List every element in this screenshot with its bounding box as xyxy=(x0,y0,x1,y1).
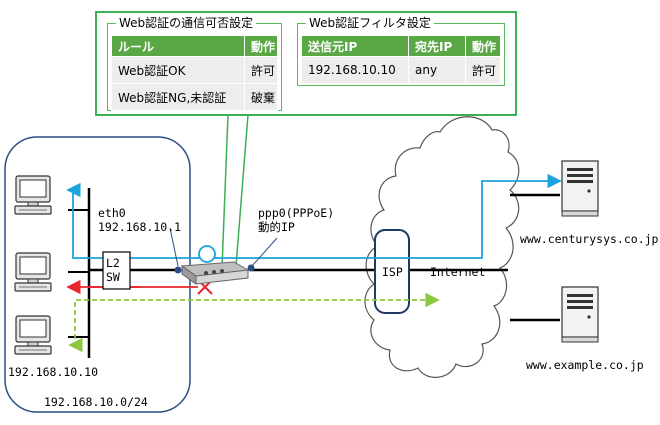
ppp0-ip-label: 動的IP xyxy=(258,220,295,234)
column-header: 動作 xyxy=(465,35,501,57)
auth-rules-box: Web認証の通信可否設定 ルール 動作 Web認証OK 許可 Web認証NG,未… xyxy=(107,15,282,111)
lan-network-label: 192.168.10.0/24 xyxy=(44,395,148,409)
auth-rules-title: Web認証の通信可否設定 xyxy=(116,15,257,31)
table-row: Web認証NG,未認証 破棄 xyxy=(111,83,278,111)
table-cell: 破棄 xyxy=(244,83,278,111)
callout-pointer-left xyxy=(221,114,229,269)
column-header: 宛先IP xyxy=(408,35,466,57)
client-ip-label: 192.168.10.10 xyxy=(8,365,99,379)
eth0-label: eth0 xyxy=(98,206,126,220)
l2-switch-box xyxy=(102,251,131,290)
table-cell: any xyxy=(408,56,466,84)
ppp0-label: ppp0(PPPoE) xyxy=(258,206,335,220)
allowed-circle-icon xyxy=(198,245,216,263)
server-example-icon xyxy=(561,286,599,343)
filter-rules-table: 送信元IP 宛先IP 動作 192.168.10.10 any 許可 xyxy=(301,35,501,84)
filter-rules-title: Web認証フィルタ設定 xyxy=(306,15,434,31)
table-cell: Web認証OK xyxy=(111,56,245,84)
server1-hostname: www.centurysys.co.jp xyxy=(520,232,659,246)
eth0-ip-label: 192.168.10.1 xyxy=(98,220,182,234)
path-green-dashed xyxy=(74,292,440,347)
table-header-row: 送信元IP 宛先IP 動作 xyxy=(301,35,501,57)
table-row: 192.168.10.10 any 許可 xyxy=(301,56,501,84)
table-cell: 許可 xyxy=(465,56,501,84)
pc-1-icon xyxy=(14,175,52,215)
ppp0-port-dot xyxy=(247,264,255,272)
eth0-port-dot xyxy=(174,266,182,274)
internet-label: Internet xyxy=(430,265,486,279)
auth-rules-table: ルール 動作 Web認証OK 許可 Web認証NG,未認証 破棄 xyxy=(111,35,278,111)
isp-box xyxy=(374,229,410,314)
pc-3-icon xyxy=(14,315,52,355)
isp-label: ISP xyxy=(382,265,403,279)
column-header: 送信元IP xyxy=(301,35,409,57)
table-header-row: ルール 動作 xyxy=(111,35,278,57)
server2-hostname: www.example.co.jp xyxy=(526,358,644,372)
column-header: 動作 xyxy=(244,35,278,57)
eth0-leader-line xyxy=(169,227,179,267)
server-centurysys-icon xyxy=(561,160,599,217)
table-row: Web認証OK 許可 xyxy=(111,56,278,84)
table-cell: Web認証NG,未認証 xyxy=(111,83,245,111)
table-cell: 192.168.10.10 xyxy=(301,56,409,84)
column-header: ルール xyxy=(111,35,245,57)
filter-rules-box: Web認証フィルタ設定 送信元IP 宛先IP 動作 192.168.10.10 … xyxy=(297,15,505,86)
pc-2-icon xyxy=(14,252,52,292)
callout-pointer-right xyxy=(235,114,249,267)
l2-switch-label: L2 SW xyxy=(106,256,120,284)
router-icon xyxy=(180,261,250,285)
ppp0-leader-line xyxy=(251,237,278,267)
table-cell: 許可 xyxy=(244,56,278,84)
settings-callout: Web認証の通信可否設定 ルール 動作 Web認証OK 許可 Web認証NG,未… xyxy=(95,11,517,116)
